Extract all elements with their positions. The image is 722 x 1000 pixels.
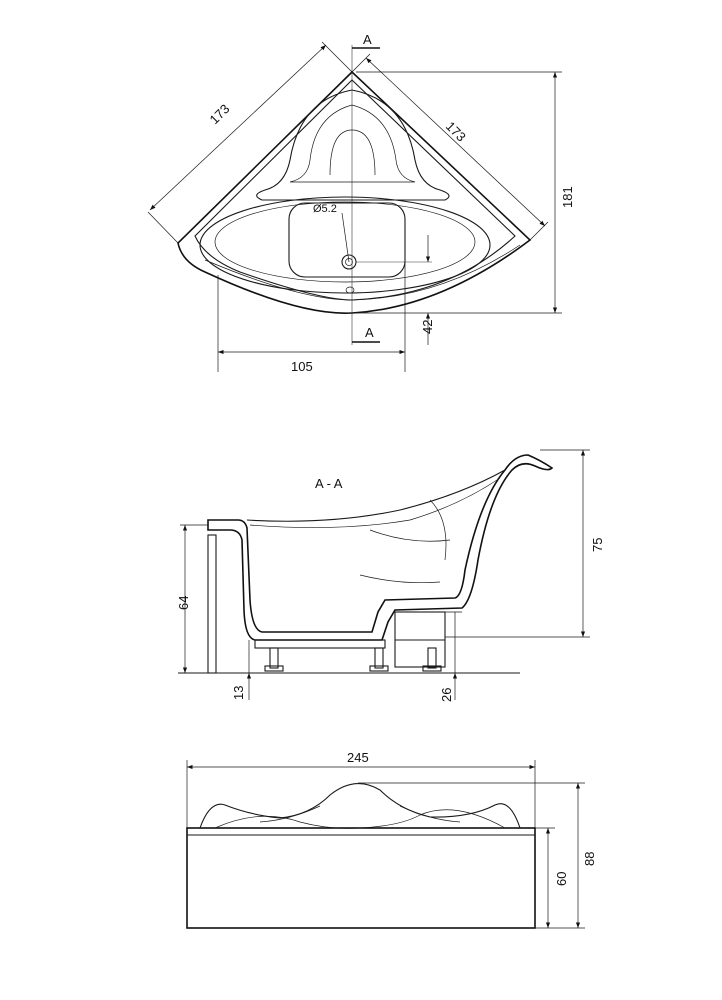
- front-panel: [186, 827, 536, 929]
- top-view: A A 173 173 181 42 105 Ø5.2: [147, 32, 575, 374]
- dim-width: 245: [347, 750, 369, 765]
- overflow: [345, 286, 355, 294]
- section-title: A - A: [315, 476, 343, 491]
- left-support-post: [207, 534, 217, 674]
- bath-basin: [199, 196, 491, 294]
- leg: [269, 647, 279, 669]
- dim-panel-height: 60: [554, 872, 569, 886]
- leg: [374, 647, 384, 669]
- dim-right-leg: 26: [439, 688, 454, 702]
- dim-drain-from-left: 105: [291, 359, 313, 374]
- dim-drain-offset: 42: [420, 320, 435, 334]
- section-view: A - A 75 64 13 26: [176, 449, 605, 702]
- dim-drain-diameter: Ø5.2: [313, 203, 337, 215]
- dim-total-height: 75: [590, 538, 605, 552]
- dim-overall-height: 88: [582, 852, 597, 866]
- tub-section-profile: [207, 454, 554, 641]
- dim-right-side: 173: [443, 119, 469, 145]
- section-marker-bottom: A: [365, 325, 374, 340]
- dim-left-side: 173: [207, 101, 233, 127]
- leg: [427, 647, 437, 669]
- dim-rim-height: 64: [176, 596, 191, 610]
- tub-outline-top: [177, 70, 532, 314]
- rim-inner: [194, 79, 516, 301]
- dim-left-leg: 13: [231, 686, 246, 700]
- basin-floor: [288, 202, 406, 278]
- tub-top-silhouette: [199, 783, 521, 829]
- dim-depth: 181: [560, 186, 575, 208]
- section-marker-top: A: [363, 32, 372, 47]
- front-view: 245 60 88: [186, 750, 597, 929]
